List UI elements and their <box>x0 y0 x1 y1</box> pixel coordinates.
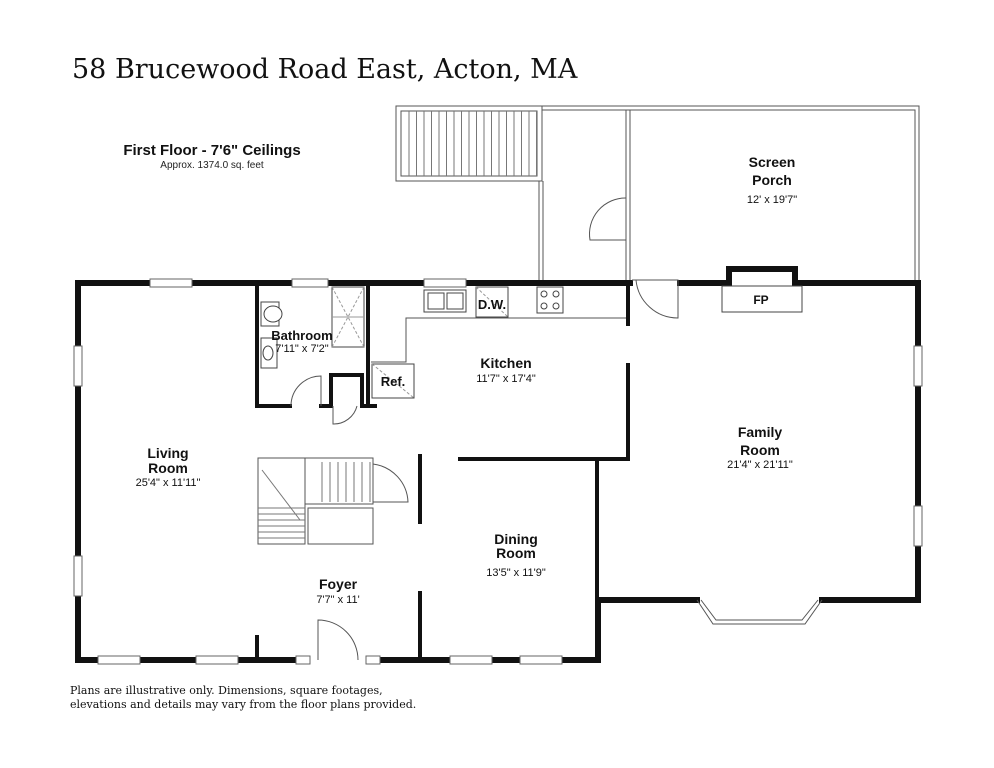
bathroom-dims: 7'11" x 7'2" <box>275 343 328 355</box>
page-title: 58 Brucewood Road East, Acton, MA <box>72 54 578 85</box>
windows <box>73 278 923 665</box>
door-swings <box>290 279 679 661</box>
bathroom-name: Bathroom <box>271 328 332 343</box>
floor-heading: First Floor - 7'6" Ceilings <box>123 142 300 159</box>
family-room-name-1: Family <box>738 424 783 440</box>
screen-porch-outline <box>542 105 920 280</box>
living-room-name-1: Living <box>147 445 188 461</box>
kitchen-counters <box>371 286 626 399</box>
dishwasher-label: D.W. <box>478 297 506 312</box>
kitchen-name: Kitchen <box>480 355 531 371</box>
dining-room-name-1: Dining <box>494 531 538 547</box>
living-room-dims: 25'4" x 11'11" <box>136 477 201 489</box>
living-room-name-2: Room <box>148 460 188 476</box>
refrigerator-label: Ref. <box>381 374 406 389</box>
bathroom-fixtures <box>260 286 365 369</box>
disclaimer-line-2: elevations and details may vary from the… <box>70 698 416 711</box>
floor-area: Approx. 1374.0 sq. feet <box>160 160 264 171</box>
screen-porch-name-2: Porch <box>752 172 792 188</box>
disclaimer-line-1: Plans are illustrative only. Dimensions,… <box>70 684 383 697</box>
foyer-dims: 7'7" x 11' <box>316 594 359 606</box>
stairs <box>257 457 409 545</box>
dining-room-dims: 13'5" x 11'9" <box>486 567 546 579</box>
family-room-name-2: Room <box>740 442 780 458</box>
screen-porch-dims: 12' x 19'7" <box>747 194 797 206</box>
family-room-dims: 21'4" x 21'11" <box>727 459 793 471</box>
screen-porch-name-1: Screen <box>749 154 796 170</box>
dining-room-name-2: Room <box>496 545 536 561</box>
bay-window <box>696 599 823 625</box>
kitchen-dims: 11'7" x 17'4" <box>476 373 536 385</box>
interior-walls <box>255 281 630 662</box>
deck-stairs <box>395 105 544 280</box>
foyer-name: Foyer <box>319 576 358 592</box>
fireplace <box>721 285 803 313</box>
fireplace-label: FP <box>753 293 768 307</box>
